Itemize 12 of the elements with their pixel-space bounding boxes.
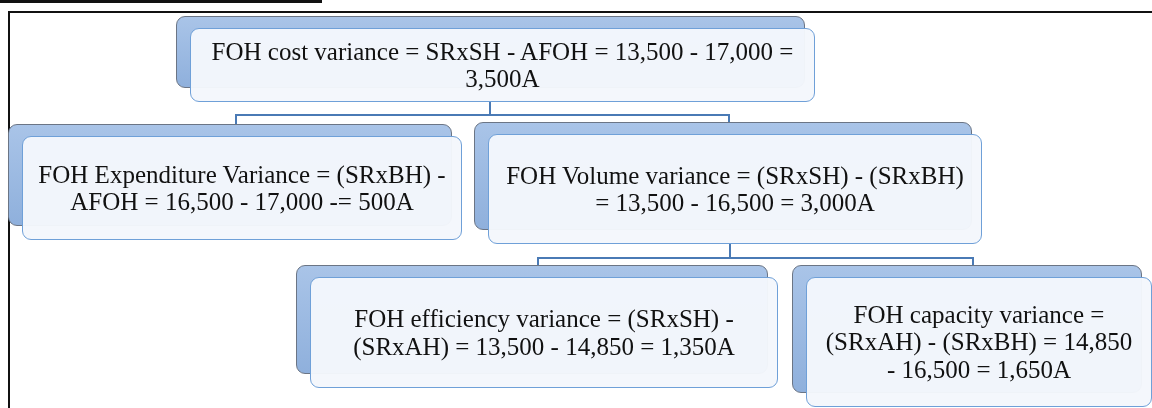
connector-line [729,243,974,266]
process-box [176,16,815,102]
process-box [792,265,1152,407]
node-text: FOH Expenditure Variance = (SRxBH) - AFOH = 16,500 - 17,000 -= 500A [37,160,447,216]
node-text: FOH efficiency variance = (SRxSH) - (SRxAH) = 13,500 - 14,850 = 1,350A [352,305,736,360]
node-text: FOH Volume variance = (SRxSH) - (SRxBH) = 13,500 - 16,500 = 3,000A [505,161,965,217]
node-text: FOH cost variance = SRxSH - AFOH = 13,500 - 17,000 = 3,500A [210,37,795,93]
node-text: FOH capacity variance = (SRxAH) - (SRxBH) = 14,850 - 16,500 = 1,650A [824,300,1134,384]
process-box [474,122,982,244]
connector-line [489,101,730,123]
process-box [296,265,778,388]
process-box [8,124,462,240]
